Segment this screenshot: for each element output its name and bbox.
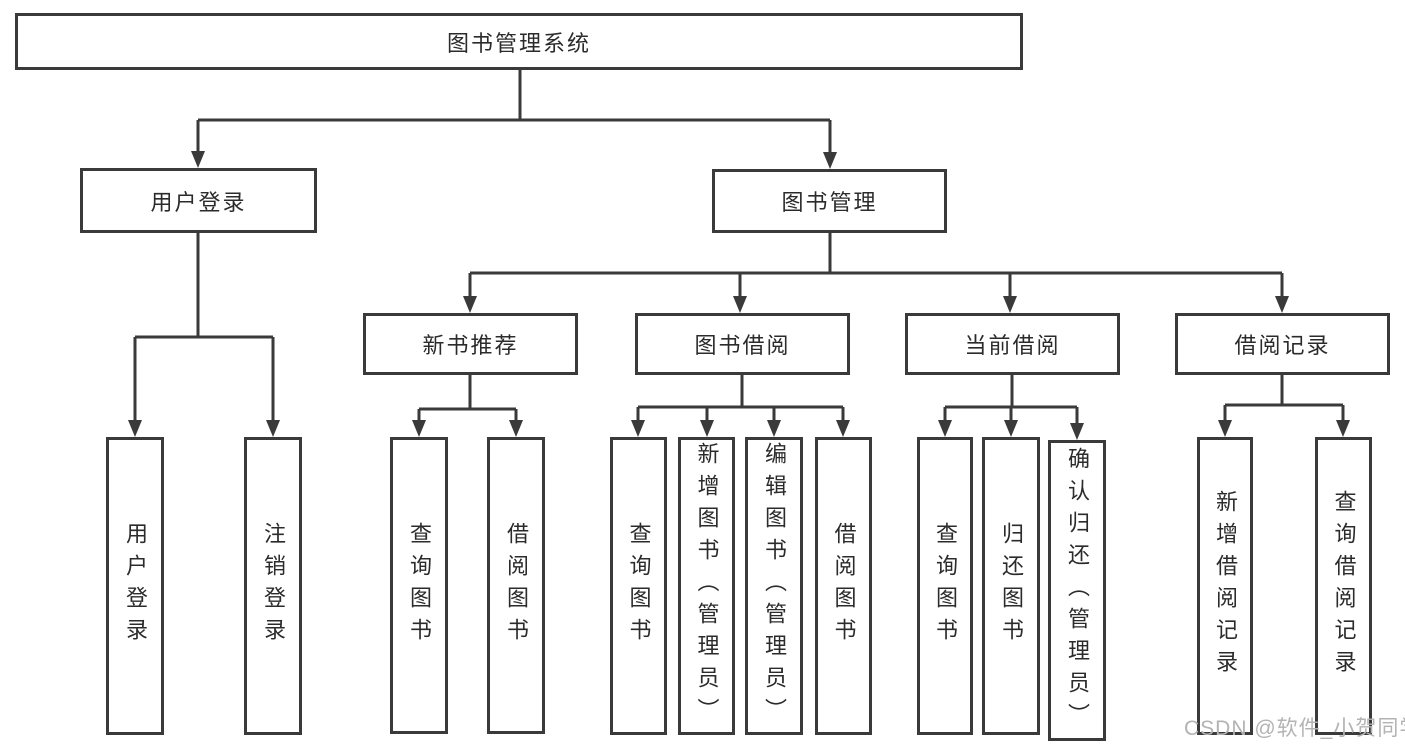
node-leaf-user-login-label: 用户登录 xyxy=(123,522,148,650)
node-leaf-return-book: 归还图书 xyxy=(982,437,1040,735)
node-leaf-query-books-3-label: 查询图书 xyxy=(933,522,958,650)
node-leaf-borrow-books-1: 借阅图书 xyxy=(487,437,545,734)
node-leaf-add-book-admin: 新增图书（管理员） xyxy=(678,437,735,735)
node-new-book-recommend-label: 新书推荐 xyxy=(422,333,519,358)
node-leaf-add-book-admin-label: 新增图书（管理员） xyxy=(694,442,720,730)
node-book-borrow-label: 图书借阅 xyxy=(694,333,791,358)
watermark: CSDN @软件_小贺同学 xyxy=(1184,717,1405,740)
node-leaf-query-borrow-record: 查询借阅记录 xyxy=(1315,437,1372,735)
node-leaf-query-books-3: 查询图书 xyxy=(917,437,973,735)
node-leaf-user-login: 用户登录 xyxy=(106,437,164,735)
node-book-management-label: 图书管理 xyxy=(781,190,878,215)
node-leaf-query-books-2-label: 查询图书 xyxy=(626,522,652,650)
node-root: 图书管理系统 xyxy=(15,13,1023,70)
node-leaf-logout: 注销登录 xyxy=(244,437,302,735)
node-book-management: 图书管理 xyxy=(712,169,947,233)
node-leaf-edit-book-admin: 编辑图书（管理员） xyxy=(745,437,803,735)
node-user-login-group: 用户登录 xyxy=(80,168,317,233)
node-leaf-query-books-2: 查询图书 xyxy=(610,437,667,735)
node-leaf-add-borrow-record-label: 新增借阅记录 xyxy=(1213,490,1238,682)
node-leaf-confirm-return-admin-label: 确认归还（管理员） xyxy=(1065,446,1090,735)
node-current-borrow-label: 当前借阅 xyxy=(964,333,1061,358)
node-borrow-records-label: 借阅记录 xyxy=(1234,333,1331,358)
node-leaf-return-book-label: 归还图书 xyxy=(999,522,1024,650)
node-book-borrow: 图书借阅 xyxy=(635,313,850,375)
node-leaf-logout-label: 注销登录 xyxy=(261,522,286,650)
node-leaf-query-books-1: 查询图书 xyxy=(390,437,448,734)
node-user-login-group-label: 用户登录 xyxy=(150,189,247,215)
node-leaf-edit-book-admin-label: 编辑图书（管理员） xyxy=(762,442,787,730)
node-leaf-query-books-1-label: 查询图书 xyxy=(407,521,432,650)
node-borrow-records: 借阅记录 xyxy=(1175,313,1390,375)
node-leaf-borrow-books-1-label: 借阅图书 xyxy=(504,521,529,650)
node-leaf-query-borrow-record-label: 查询借阅记录 xyxy=(1331,490,1357,682)
node-current-borrow: 当前借阅 xyxy=(905,313,1120,375)
node-leaf-borrow-books-2: 借阅图书 xyxy=(815,437,872,735)
node-leaf-confirm-return-admin: 确认归还（管理员） xyxy=(1048,440,1106,741)
node-leaf-borrow-books-2-label: 借阅图书 xyxy=(831,522,857,650)
node-new-book-recommend: 新书推荐 xyxy=(363,313,578,375)
node-root-label: 图书管理系统 xyxy=(446,30,591,56)
node-leaf-add-borrow-record: 新增借阅记录 xyxy=(1197,437,1253,735)
